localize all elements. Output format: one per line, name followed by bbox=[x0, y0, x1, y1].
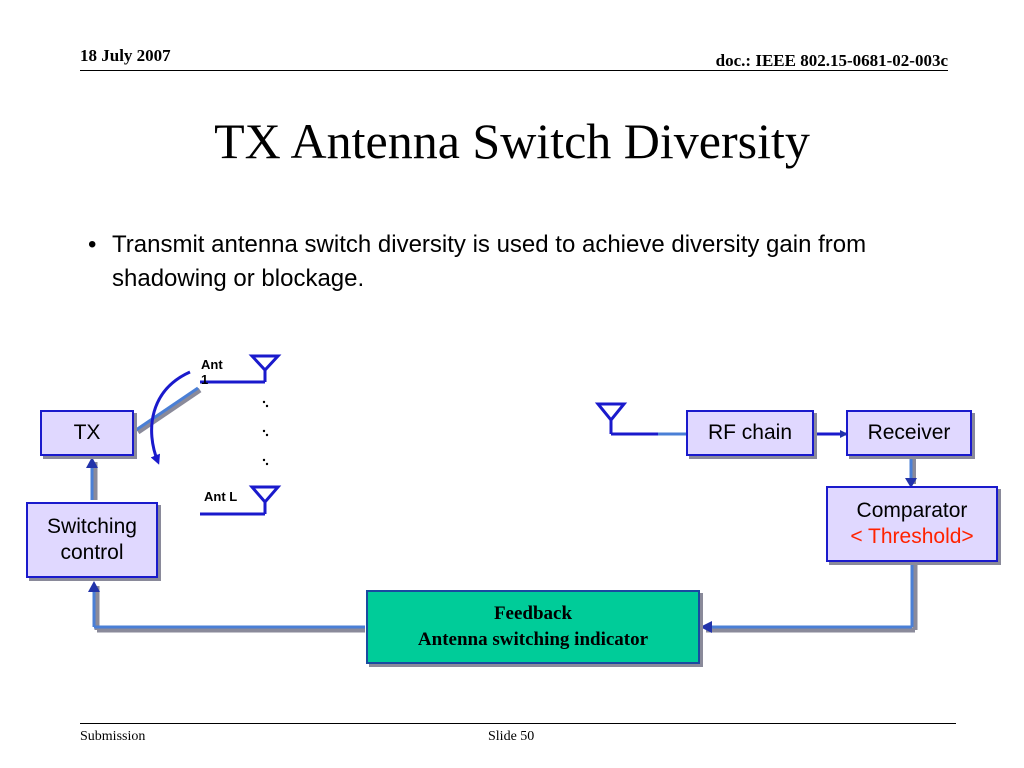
footer-rule bbox=[80, 723, 956, 724]
ant1-label: Ant 1 bbox=[201, 357, 223, 387]
threshold-label: < Threshold> bbox=[850, 525, 974, 548]
receiver-box: Receiver bbox=[846, 410, 972, 456]
header-doc-id: doc.: IEEE 802.15-0681-02-003c bbox=[715, 51, 948, 70]
footer-slide-number: Slide 50 bbox=[488, 729, 535, 744]
switching-control-label-line2: control bbox=[60, 541, 124, 564]
switch-curve-arrow bbox=[150, 370, 191, 465]
antenna-ellipsis bbox=[262, 400, 269, 466]
switching-to-tx-connector bbox=[86, 457, 98, 500]
comparator-label: Comparator bbox=[856, 499, 968, 522]
header-rule bbox=[80, 70, 948, 71]
header-date: 18 July 2007 bbox=[80, 46, 171, 65]
feedback-label-line1: Feedback bbox=[493, 603, 573, 624]
antL-antenna-icon bbox=[248, 485, 282, 514]
bullet-text: Transmit antenna switch diversity is use… bbox=[112, 231, 867, 292]
receiver-label: Receiver bbox=[867, 421, 951, 444]
switch-arm bbox=[135, 386, 202, 435]
comparator-box: Comparator < Threshold> bbox=[826, 486, 998, 562]
feedback-to-switching-connector bbox=[88, 581, 365, 633]
rf-chain-label: RF chain bbox=[707, 421, 793, 444]
rx-antenna-icon bbox=[594, 402, 628, 434]
slide-title: TX Antenna Switch Diversity bbox=[214, 113, 810, 169]
feedback-label-line2: Antenna switching indicator bbox=[417, 629, 649, 650]
ant1-antenna-icon bbox=[248, 354, 282, 382]
rf-chain-box: RF chain bbox=[686, 410, 814, 456]
feedback-box: Feedback Antenna switching indicator bbox=[366, 590, 700, 664]
switching-control-label-line1: Switching bbox=[47, 515, 137, 538]
receiver-to-comparator-arrow bbox=[905, 458, 917, 488]
antL-label: Ant L bbox=[204, 489, 238, 504]
comparator-to-feedback-connector bbox=[700, 563, 918, 633]
switching-control-box: Switching control bbox=[26, 502, 158, 578]
bullet-marker: • bbox=[88, 231, 97, 258]
tx-label: TX bbox=[73, 421, 101, 444]
tx-box: TX bbox=[40, 410, 134, 456]
footer-submission: Submission bbox=[80, 729, 146, 744]
